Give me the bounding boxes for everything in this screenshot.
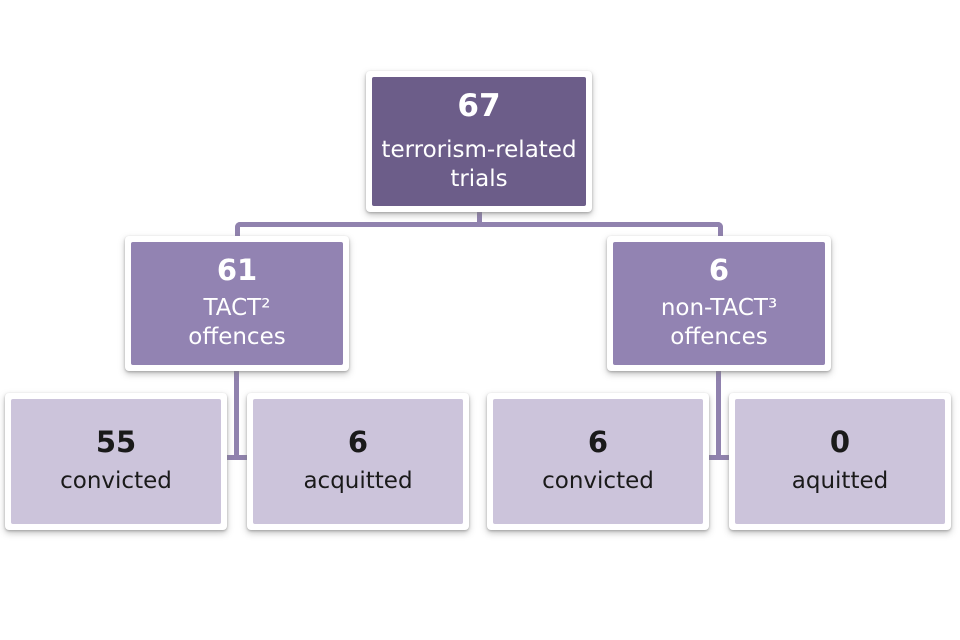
connector-non-tact-vertical bbox=[716, 367, 721, 460]
node-non-tact-offences-label: non-TACT³ offences bbox=[660, 294, 778, 350]
node-non-tact-convicted: 6 convicted bbox=[487, 393, 709, 530]
node-tact-acquitted-value: 6 bbox=[347, 424, 369, 459]
node-non-tact-aquitted-label: aquitted bbox=[791, 468, 889, 495]
node-tact-offences: 61 TACT² offences bbox=[125, 236, 349, 371]
node-non-tact-convicted-value: 6 bbox=[587, 424, 609, 459]
node-tact-offences-value: 61 bbox=[216, 253, 258, 288]
node-tact-acquitted: 6 acquitted bbox=[247, 393, 469, 530]
node-non-tact-convicted-fill: 6 convicted bbox=[493, 399, 703, 524]
connector-non-tact-horizontal bbox=[708, 455, 730, 460]
node-tact-convicted: 55 convicted bbox=[5, 393, 227, 530]
node-tact-convicted-label: convicted bbox=[60, 468, 172, 495]
connector-tact-vertical bbox=[234, 367, 239, 460]
node-non-tact-offences-value: 6 bbox=[708, 253, 730, 288]
node-tact-acquitted-label: acquitted bbox=[303, 468, 413, 495]
node-non-tact-aquitted-value: 0 bbox=[829, 424, 851, 459]
node-tact-offences-label: TACT² offences bbox=[188, 294, 286, 350]
node-terrorism-trials-label: terrorism-related trials bbox=[381, 137, 577, 193]
node-non-tact-aquitted: 0 aquitted bbox=[729, 393, 951, 530]
node-tact-convicted-fill: 55 convicted bbox=[11, 399, 221, 524]
node-tact-convicted-value: 55 bbox=[95, 424, 137, 459]
connector-level2-rail bbox=[235, 222, 723, 237]
node-non-tact-convicted-label: convicted bbox=[542, 468, 654, 495]
node-terrorism-trials-value: 67 bbox=[457, 87, 501, 124]
node-non-tact-aquitted-fill: 0 aquitted bbox=[735, 399, 945, 524]
node-tact-offences-fill: 61 TACT² offences bbox=[131, 242, 343, 365]
node-terrorism-trials-fill: 67 terrorism-related trials bbox=[372, 77, 586, 206]
node-non-tact-offences: 6 non-TACT³ offences bbox=[607, 236, 831, 371]
connector-tact-horizontal bbox=[226, 455, 248, 460]
node-terrorism-trials: 67 terrorism-related trials bbox=[366, 71, 592, 212]
node-non-tact-offences-fill: 6 non-TACT³ offences bbox=[613, 242, 825, 365]
node-tact-acquitted-fill: 6 acquitted bbox=[253, 399, 463, 524]
connector-root-stub bbox=[477, 206, 482, 224]
